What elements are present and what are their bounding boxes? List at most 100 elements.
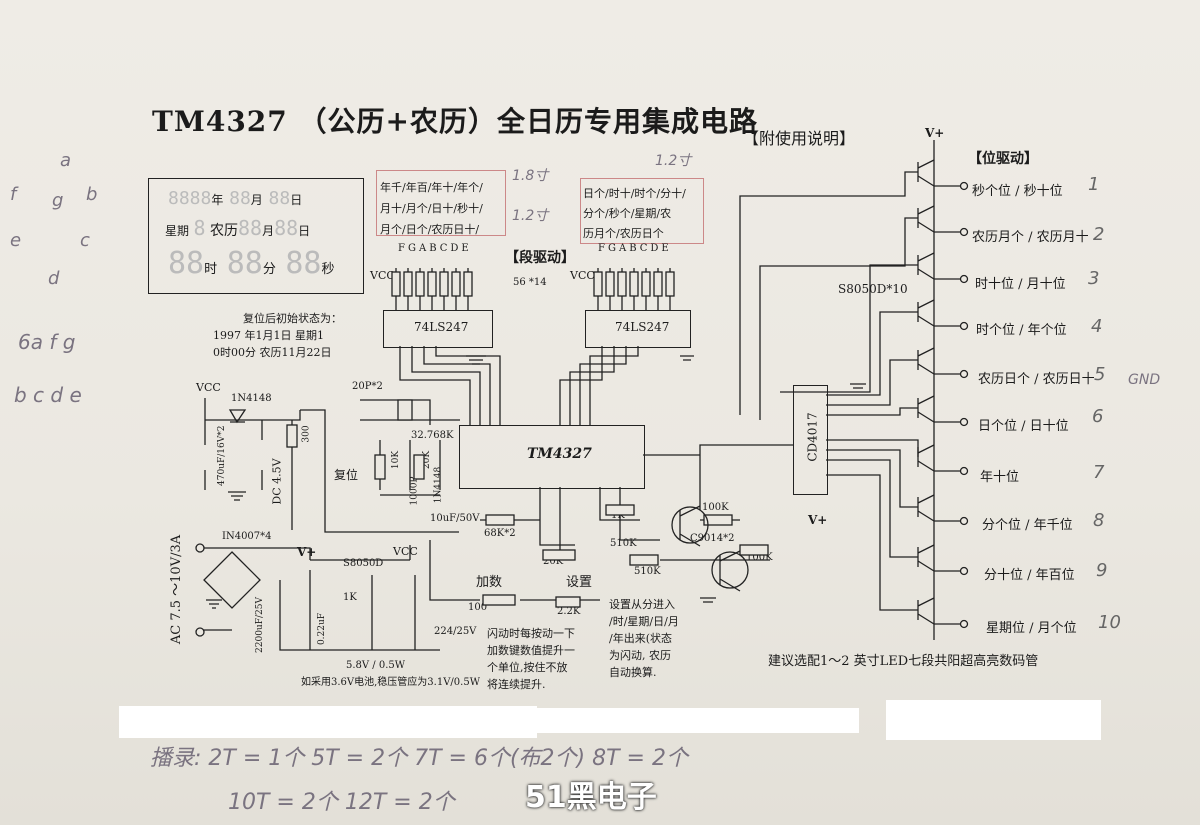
segment-letter: E bbox=[661, 243, 672, 254]
segment-letters-right: FGABCDE bbox=[598, 243, 672, 254]
label-ac: AC 7.5 ～10V/3A bbox=[169, 534, 185, 645]
label-r510k: 510K bbox=[610, 538, 637, 549]
segment-box-right bbox=[580, 178, 704, 244]
handwritten-gnd: GND bbox=[1128, 372, 1161, 388]
display-panel bbox=[148, 178, 364, 294]
segment-box-right-text: 日个/时十/时个/分十/ 分个/秒个/星期/农 历月个/农历日个 bbox=[583, 184, 686, 244]
label-r100k: 100K bbox=[702, 502, 729, 513]
position-output-9: 分十位 / 年百位 bbox=[984, 568, 1075, 583]
watermark: 51黑电子 bbox=[525, 780, 657, 815]
unit-month: 月 bbox=[250, 193, 263, 207]
position-output-4: 时个位 / 年个位 bbox=[976, 323, 1067, 338]
position-output-10: 星期位 / 月个位 bbox=[986, 621, 1077, 636]
vcc-regulator: VCC bbox=[393, 545, 418, 558]
label-c022: 0.22uF bbox=[317, 612, 328, 646]
unit-minute: 分 bbox=[262, 262, 276, 277]
add-note-line: 闪动时每按动一下 bbox=[487, 627, 575, 640]
label-add-key: 加数 bbox=[476, 575, 503, 590]
label-r20kb: 20K bbox=[543, 556, 564, 567]
vplus-top: V+ bbox=[925, 126, 945, 140]
reset-note-line: 复位后初始状态为： bbox=[243, 312, 342, 325]
label-dc: DC 4.5V bbox=[270, 458, 284, 505]
label-xtal: 32.768K bbox=[411, 430, 454, 441]
page-title: TM4327 （公历+农历）全日历专用集成电路 bbox=[152, 105, 758, 138]
label-r1kb: 1K bbox=[343, 592, 357, 603]
vcc-left: VCC bbox=[370, 269, 395, 282]
label-c2200: 2200uF/25V bbox=[254, 597, 265, 653]
hand-letter: d bbox=[48, 268, 60, 289]
set-note: 设置从分进入 /时/星期/日/月 /年出来(状态 为闪动, 农历 自动换算. bbox=[609, 596, 679, 681]
segment-letter: G bbox=[607, 243, 619, 254]
display-row-1: 8888年 88月 88日 bbox=[168, 188, 302, 209]
label-r68k: 68K*2 bbox=[484, 528, 516, 539]
add-note-line: 将连续提升. bbox=[487, 678, 546, 691]
unit-lunar-day: 日 bbox=[298, 224, 311, 238]
label-c1000p: 1000P bbox=[409, 476, 420, 506]
segment-letter: B bbox=[629, 243, 640, 254]
position-number: 10 bbox=[1098, 612, 1121, 633]
set-note-line: 设置从分进入 bbox=[609, 598, 675, 611]
label-weekday: 星期 bbox=[165, 224, 190, 238]
label-reset: 复位 bbox=[334, 468, 359, 482]
digits-second: 88 bbox=[285, 246, 322, 281]
digit-weekday: 8 bbox=[193, 216, 206, 240]
digits-month: 88 bbox=[229, 188, 251, 209]
label-zener: 5.8V / 0.5W bbox=[346, 660, 406, 671]
title-note: 【附使用说明】 bbox=[743, 129, 856, 148]
position-drive-label: 【位驱动】 bbox=[968, 151, 1038, 167]
hand-letter: f bbox=[10, 184, 17, 205]
position-number: 6 bbox=[1092, 406, 1104, 427]
digits-minute: 88 bbox=[226, 246, 263, 281]
chip-74ls247-left-label: 74LS247 bbox=[414, 320, 469, 334]
add-note-line: 加数键数值提升一 bbox=[487, 644, 575, 657]
handwritten-order-1: 6a f g bbox=[18, 330, 76, 354]
unit-day: 日 bbox=[290, 193, 303, 207]
segment-letter: C bbox=[639, 243, 651, 254]
digits-lunar-day: 88 bbox=[274, 216, 299, 240]
add-note: 闪动时每按动一下 加数键数值提升一 个单位,按住不放 将连续提升. bbox=[487, 625, 575, 693]
segment-order-line: 历月个/农历日个 bbox=[583, 227, 664, 240]
segment-letter: D bbox=[450, 243, 462, 254]
vplus-mid: V+ bbox=[808, 513, 828, 527]
label-r2k2: 2.2K bbox=[557, 606, 581, 617]
position-number: 2 bbox=[1093, 224, 1105, 245]
add-note-line: 个单位,按住不放 bbox=[487, 661, 568, 674]
reset-note-line: 1997 年1月1日 星期1 bbox=[213, 329, 324, 342]
label-c470: 470uF/16V*2 bbox=[217, 425, 227, 486]
vplus-power: V+ bbox=[297, 545, 317, 559]
unit-lunar-month: 月 bbox=[262, 224, 275, 238]
unit-hour: 时 bbox=[204, 262, 218, 277]
unit-second: 秒 bbox=[321, 262, 335, 277]
hand-letter: c bbox=[80, 230, 90, 251]
label-r1k: 1K bbox=[611, 510, 625, 521]
label-battery-note: 如采用3.6V电池,稳压管应为3.1V/0.5W bbox=[301, 677, 480, 688]
label-r100kb: 100K bbox=[746, 552, 773, 563]
label-set-key: 设置 bbox=[566, 575, 593, 590]
label-c10u: 10uF/50V bbox=[430, 513, 480, 524]
handwritten-size-1: 1.8寸 bbox=[512, 168, 549, 184]
label-r10k: 10K bbox=[391, 450, 402, 470]
label-bridge: IN4007*4 bbox=[222, 531, 272, 542]
label-r510kb: 510K bbox=[634, 566, 661, 577]
handwritten-order-2: b c d e bbox=[14, 383, 82, 407]
segment-box-left-text: 年千/年百/年十/年个/ 月十/月个/日十/秒十/ 月个/日个/农历日十/ bbox=[380, 177, 483, 240]
label-lunar: 农历 bbox=[209, 223, 238, 239]
position-number: 9 bbox=[1096, 560, 1108, 581]
redaction-bar bbox=[119, 706, 537, 738]
segment-order-line: 月十/月个/日十/秒十/ bbox=[380, 202, 483, 215]
redaction-bar bbox=[886, 700, 1101, 740]
position-output-5: 农历日个 / 农历日十 bbox=[978, 372, 1095, 387]
segment-drive-note: 56 *14 bbox=[513, 277, 547, 288]
redaction-bar bbox=[537, 708, 859, 733]
vcc-right: VCC bbox=[570, 269, 595, 282]
hand-letter: e bbox=[10, 230, 22, 251]
unit-year: 年 bbox=[211, 193, 224, 207]
label-c224: 224/25V bbox=[434, 626, 477, 637]
display-row-2: 星期 8 农历88月88日 bbox=[165, 216, 310, 240]
hand-letter: a bbox=[60, 150, 72, 171]
chip-74ls247-right-label: 74LS247 bbox=[615, 320, 670, 334]
handwritten-size-2: 1.2寸 bbox=[512, 208, 549, 224]
segment-letter: F bbox=[598, 243, 608, 254]
label-r100: 100 bbox=[468, 602, 488, 613]
